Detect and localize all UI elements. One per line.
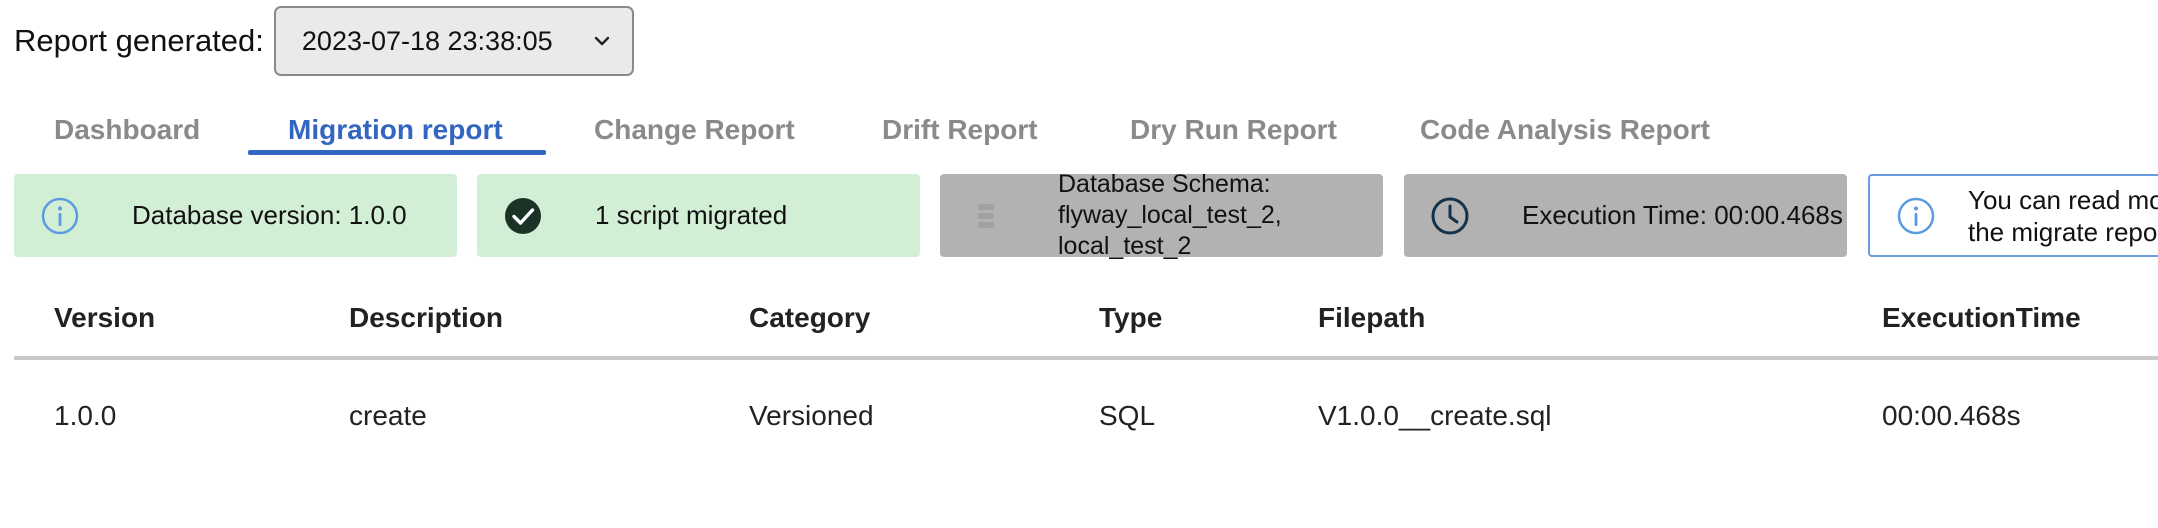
database-schema-text: Database Schema: flyway_local_test_2, lo… [1058, 169, 1282, 262]
chevron-down-icon [594, 36, 610, 46]
info-icon [41, 197, 79, 234]
scripts-migrated-text: 1 script migrated [595, 199, 788, 230]
column-header-executiontime[interactable]: ExecutionTime [1882, 302, 2081, 333]
report-date-value: 2023-07-18 23:38:05 [301, 25, 553, 56]
report-header: Report generated: 2023-07-18 23:38:05 [14, 6, 634, 76]
execution-time-card: Execution Time: 00:00.468s [1404, 174, 1847, 257]
read-more-card[interactable]: You can read mor the migrate repor [1868, 174, 2158, 257]
column-header-category[interactable]: Category [749, 302, 871, 333]
tab-migration-report[interactable]: Migration report [288, 114, 503, 145]
cell-filepath: V1.0.0__create.sql [1318, 400, 1552, 431]
database-icon [978, 203, 994, 228]
read-more-line-1: You can read mor [1968, 184, 2158, 215]
active-tab-underline [248, 150, 546, 155]
read-more-line-2: the migrate repor [1968, 216, 2158, 247]
info-icon [1897, 197, 1935, 234]
database-version-card: Database version: 1.0.0 [14, 174, 457, 257]
tab-dry-run-report[interactable]: Dry Run Report [1130, 114, 1337, 145]
migration-table: Version Description Category Type Filepa… [14, 290, 2158, 490]
cell-description: create [349, 400, 427, 431]
report-generated-label: Report generated: [14, 23, 264, 58]
column-header-filepath[interactable]: Filepath [1318, 302, 1426, 333]
cell-execution-time: 00:00.468s [1882, 400, 2021, 431]
schema-line-1: Database Schema: [1058, 170, 1271, 198]
read-more-text: You can read mor the migrate repor [1968, 184, 2158, 248]
clock-icon [1431, 197, 1469, 234]
database-schema-card: Database Schema: flyway_local_test_2, lo… [940, 170, 1383, 260]
schema-line-2: flyway_local_test_2, [1058, 201, 1282, 229]
table-row: 1.0.0 create Versioned SQL V1.0.0__creat… [14, 360, 2158, 490]
column-header-description[interactable]: Description [349, 302, 504, 333]
report-date-select[interactable]: 2023-07-18 23:38:05 [273, 6, 634, 76]
scripts-migrated-card: 1 script migrated [477, 174, 920, 257]
table-header-row: Version Description Category Type Filepa… [14, 290, 2158, 360]
tab-code-analysis-report[interactable]: Code Analysis Report [1420, 114, 1710, 145]
cell-type: SQL [1099, 400, 1156, 431]
database-version-text: Database version: 1.0.0 [132, 199, 407, 230]
tab-change-report[interactable]: Change Report [594, 114, 795, 145]
column-header-version[interactable]: Version [54, 302, 156, 333]
check-circle-icon [505, 197, 541, 234]
schema-line-3: local_test_2 [1058, 232, 1192, 260]
column-header-type[interactable]: Type [1099, 302, 1163, 333]
cell-version: 1.0.0 [54, 400, 117, 431]
tab-drift-report[interactable]: Drift Report [882, 114, 1038, 145]
cell-category: Versioned [749, 400, 874, 431]
tab-dashboard[interactable]: Dashboard [54, 114, 201, 145]
execution-time-text: Execution Time: 00:00.468s [1522, 199, 1843, 230]
